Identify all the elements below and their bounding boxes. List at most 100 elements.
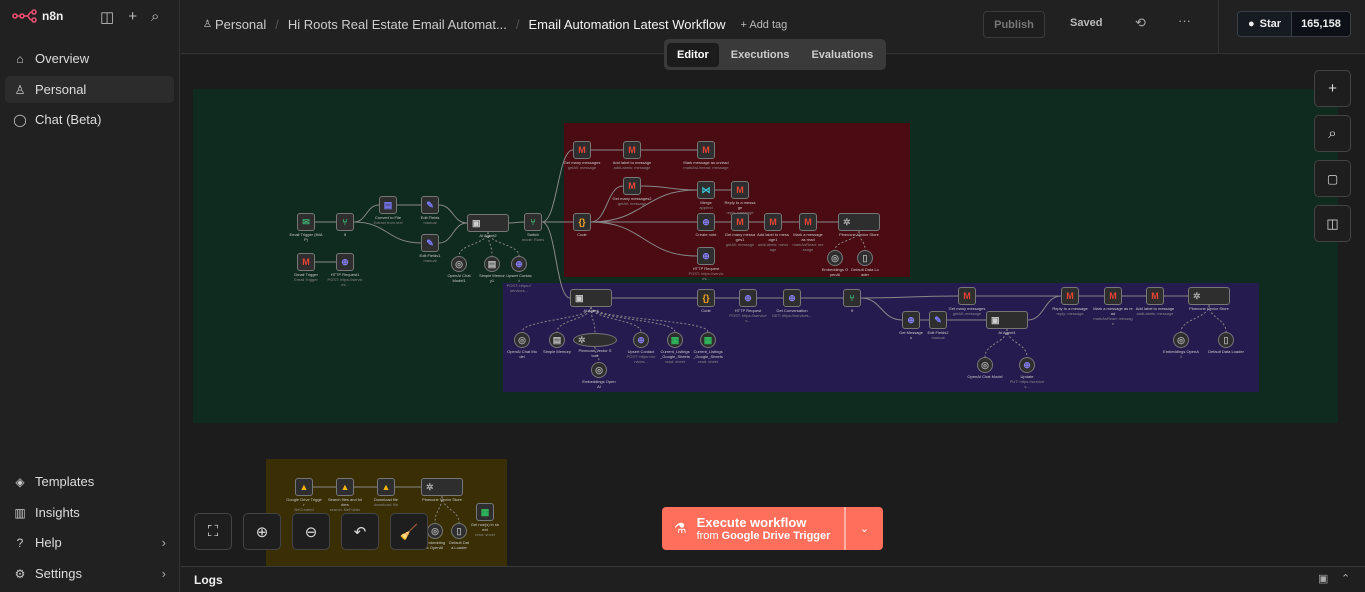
sticky-note-purple[interactable] [503,283,1259,392]
node-subtitle: manual [423,220,437,225]
tab-evaluations[interactable]: Evaluations [811,48,874,61]
tidy-up-button[interactable]: 🧹 [390,513,428,550]
connection [438,204,468,224]
chevron-up-icon[interactable]: ⌃ [1341,573,1351,585]
publish-button[interactable]: Publish [983,11,1045,38]
workflow-node[interactable]: ◎Embeddings OpenAI [425,523,445,550]
workflow-node[interactable]: {}Code [697,289,715,313]
toggle-panel-button[interactable]: ◫ [1314,205,1351,242]
history-icon[interactable]: ⟲ [1135,15,1146,30]
logs-panel[interactable]: Logs ▣ ⌃ [181,566,1365,592]
search-nodes-button[interactable]: ⌕ [1314,115,1351,152]
sidebar-item-templates[interactable]: ◈Templates [5,468,174,495]
tab-editor[interactable]: Editor [667,42,719,67]
workflow-node[interactable]: ◎OpenAI Chat Model [967,357,1003,379]
sticky-note-red[interactable] [564,123,910,277]
bot-icon: ▣ [991,314,1000,325]
workflow-name[interactable]: Email Automation Latest Workflow [528,17,726,32]
workflow-node[interactable]: ▤Simple Memory1 [479,256,505,283]
workflow-node[interactable]: ✲Pinecone Vector Store [838,213,880,237]
workflow-node[interactable]: ▣AI Agent2 [467,214,509,238]
workflow-node[interactable]: ✲Pinecone Vector Store [573,333,617,358]
search-icon[interactable]: ⌕ [150,8,160,25]
workflow-node[interactable]: ▯Default Data Loader [449,523,469,550]
workflow-node[interactable]: ⑂If [336,213,354,237]
workflow-node[interactable]: ◎OpenAI Chat Model1 [447,256,471,283]
execute-workflow-button[interactable]: ⚗ Execute workflow from Google Drive Tri… [662,507,883,550]
sidebar-item-overview[interactable]: ⌂Overview [5,45,174,72]
workflow-node[interactable]: ◎Embeddings OpenAI [582,362,616,389]
workflow-node[interactable]: ▯Default Data Loader [851,250,879,277]
sidebar-item-settings[interactable]: ⚙Settings› [5,560,174,587]
add-icon[interactable]: + [128,8,137,25]
breadcrumb-folder[interactable]: Hi Roots Real Estate Email Automat... [287,17,507,32]
add-node-button[interactable]: + [1314,70,1351,107]
workflow-node[interactable]: ◎Embeddings OpenAI [822,250,848,277]
workflow-node[interactable]: {}Code [573,213,591,237]
zoom-out-button[interactable]: ⊖ [292,513,330,550]
add-sticky-button[interactable]: ▢ [1314,160,1351,197]
workflow-node[interactable]: ◎Embeddings OpenAI [1163,332,1199,359]
more-options-icon[interactable]: ··· [1178,13,1191,28]
add-tag-button[interactable]: + Add tag [740,18,788,31]
workflow-node[interactable]: ▣AI Agent [570,289,612,313]
workflow-node[interactable]: ▣AI Agent1 [986,311,1028,335]
toggle-sidebar-icon[interactable]: ◫ [100,9,115,26]
workflow-node[interactable]: ◎OpenAI Chat Model [507,332,537,359]
workflow-node[interactable]: ⊕Get Messages [899,311,923,340]
workflow-canvas[interactable]: ✉Email Trigger (IMAP) ⑂If ▤Convert to File… [181,55,1365,566]
execute-dropdown-button[interactable]: ⌄ [846,507,883,550]
workflow-node[interactable]: ✉Email Trigger (IMAP) [289,213,323,242]
workflow-node[interactable]: ✲Pinecone Vector Store [421,478,463,502]
workflow-node[interactable]: ⑂If [843,289,861,313]
sidebar-item-personal[interactable]: ♙Personal [5,76,174,103]
workflow-node[interactable]: ✲Pinecone Vector Store [1188,287,1230,311]
github-star-button[interactable]: ●Star 165,158 [1237,11,1351,37]
popout-icon[interactable]: ▣ [1318,573,1329,585]
zoom-in-button[interactable]: ⊕ [243,513,281,550]
undo-button[interactable]: ↶ [341,513,379,550]
tab-executions[interactable]: Executions [730,48,790,61]
workflow-node[interactable]: ⊕Create note [696,213,716,237]
sidebar-item-insights[interactable]: ▥Insights [5,499,174,526]
n8n-logo[interactable]: n8n [12,9,63,23]
breadcrumb-personal[interactable]: Personal [214,17,267,32]
workflow-node[interactable]: ▯Default Data Loader [1208,332,1244,354]
sidebar-item-chat[interactable]: ◯Chat (Beta) [5,106,174,133]
sidebar-item-help[interactable]: ?Help› [5,529,174,556]
workflow-node[interactable]: ▤Simple Memory [543,332,571,354]
zoom-to-fit-button[interactable]: ⛶ [194,513,232,550]
